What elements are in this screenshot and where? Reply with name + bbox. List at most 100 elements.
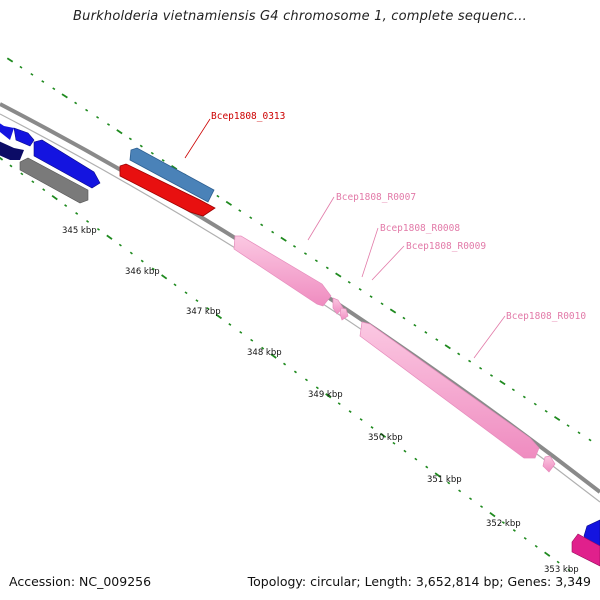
inner-ruler-tick xyxy=(379,432,387,438)
inner-ruler-tick xyxy=(556,560,560,564)
outer-ruler-tick xyxy=(479,366,483,370)
inner-ruler-tick xyxy=(359,418,363,421)
inner-ruler-tick xyxy=(20,172,24,176)
outer-ruler-tick xyxy=(150,151,154,155)
gene-left-navy[interactable] xyxy=(0,138,24,160)
outer-ruler-tick xyxy=(402,316,406,320)
outer-ruler-tick xyxy=(271,230,275,234)
outer-ruler-tick xyxy=(435,338,439,341)
outer-ruler-tick xyxy=(468,359,472,363)
inner-ruler-tick xyxy=(151,267,155,271)
inner-ruler-tick xyxy=(304,378,308,382)
outer-ruler-tick xyxy=(225,200,232,206)
outer-ruler-tick xyxy=(489,374,494,377)
outer-ruler-tick xyxy=(280,236,287,242)
inner-ruler-tick xyxy=(523,536,527,540)
gene-bcep1808-r0010[interactable] xyxy=(359,321,540,459)
outer-ruler-tick xyxy=(292,245,297,248)
outer-ruler-tick xyxy=(249,216,253,220)
gene-label-bcep1808-0313[interactable]: Bcep1808_0313 xyxy=(211,111,285,122)
outer-ruler-tick xyxy=(511,388,515,392)
outer-ruler-tick xyxy=(30,72,34,76)
inner-ruler-tick xyxy=(31,180,35,184)
outer-ruler-tick xyxy=(533,402,537,406)
outer-ruler-tick xyxy=(444,344,451,350)
genome-summary: Topology: circular; Length: 3,652,814 bp… xyxy=(247,574,591,589)
leader-line-r0008 xyxy=(361,227,379,278)
gene-left-blue-3[interactable] xyxy=(33,139,101,189)
gene-bcep1808-r0011[interactable] xyxy=(542,455,556,473)
inner-ruler-tick xyxy=(480,505,484,509)
inner-ruler-tick xyxy=(86,219,90,223)
ruler-label-352: 352 kbp xyxy=(486,519,521,529)
outer-ruler-tick xyxy=(128,137,132,141)
leader-line-r0007 xyxy=(307,196,335,241)
outer-ruler-tick xyxy=(314,259,318,263)
inner-ruler-tick xyxy=(578,576,582,580)
outer-ruler-tick xyxy=(369,295,373,298)
outer-ruler-tick xyxy=(303,252,308,255)
gene-label-bcep1808-r0010[interactable]: Bcep1808_R0010 xyxy=(506,311,586,322)
gene-left-blue-2[interactable] xyxy=(13,127,35,147)
outer-ruler-tick xyxy=(161,159,165,162)
outer-ruler-tick xyxy=(566,424,570,428)
inner-ruler-tick xyxy=(434,472,441,478)
inner-ruler-tick xyxy=(96,227,100,231)
inner-ruler-tick xyxy=(250,338,254,342)
inner-ruler-tick xyxy=(315,386,319,390)
inner-ruler-tick xyxy=(118,243,122,247)
outer-ruler-tick xyxy=(171,165,178,171)
inner-ruler-tick xyxy=(42,188,46,192)
outer-ruler-tick xyxy=(380,302,384,306)
outer-ruler-tick xyxy=(424,331,428,334)
inner-ruler-tick xyxy=(106,234,113,240)
inner-ruler-tick xyxy=(293,370,297,374)
inner-ruler-tick xyxy=(325,393,332,399)
outer-ruler-tick xyxy=(554,415,561,421)
outer-ruler-tick xyxy=(457,352,461,356)
outer-ruler-tick xyxy=(577,431,581,435)
gene-left-blue-1[interactable] xyxy=(0,108,14,140)
inner-ruler-tick xyxy=(64,204,68,207)
outer-ruler-tick xyxy=(238,209,242,212)
outer-ruler-tick xyxy=(347,280,351,284)
inner-ruler-tick xyxy=(195,299,199,303)
inner-ruler-tick xyxy=(392,441,396,445)
inner-ruler-tick xyxy=(239,330,243,334)
ruler-label-347: 347 kbp xyxy=(186,307,221,317)
inner-ruler-tick xyxy=(51,194,58,201)
inner-ruler-tick xyxy=(567,568,571,572)
gene-bcep1808-r0009[interactable] xyxy=(339,307,349,321)
inner-ruler-tick xyxy=(75,212,79,215)
inner-ruler-tick xyxy=(184,291,188,295)
accession-label: Accession: NC_009256 xyxy=(9,574,152,589)
gene-label-bcep1808-r0007[interactable]: Bcep1808_R0007 xyxy=(336,192,416,203)
gene-label-bcep1808-r0009[interactable]: Bcep1808_R0009 xyxy=(406,241,486,252)
gene-bcep1808-0313-red[interactable] xyxy=(119,163,216,217)
ruler-label-345: 345 kbp xyxy=(62,226,97,236)
outer-ruler-tick xyxy=(389,308,397,314)
inner-ruler-tick xyxy=(9,164,13,168)
inner-ruler-tick xyxy=(140,259,144,263)
inner-ruler-tick xyxy=(489,511,496,518)
outer-ruler-tick xyxy=(106,123,111,126)
inner-ruler-tick xyxy=(501,521,505,524)
outer-ruler-tick xyxy=(522,395,526,399)
gene-left-gray[interactable] xyxy=(19,157,89,204)
inner-ruler-tick xyxy=(414,457,418,461)
leader-line-r0010 xyxy=(473,315,506,359)
outer-ruler-tick xyxy=(335,272,342,278)
inner-ruler-tick xyxy=(215,313,223,320)
inner-ruler-tick xyxy=(370,426,374,429)
inner-ruler-tick xyxy=(0,156,4,161)
gene-label-bcep1808-r0008[interactable]: Bcep1808_R0008 xyxy=(380,223,460,234)
gene-bcep1808-0313-steel[interactable] xyxy=(129,147,215,203)
inner-ruler-tick xyxy=(337,402,341,406)
leader-line-0313 xyxy=(184,118,211,159)
outer-ruler-tick xyxy=(41,80,45,83)
inner-ruler-tick xyxy=(261,346,265,350)
inner-ruler-tick xyxy=(512,529,516,532)
gene-right-magenta[interactable] xyxy=(571,533,600,567)
gene-bcep1808-r0007[interactable] xyxy=(233,235,332,307)
